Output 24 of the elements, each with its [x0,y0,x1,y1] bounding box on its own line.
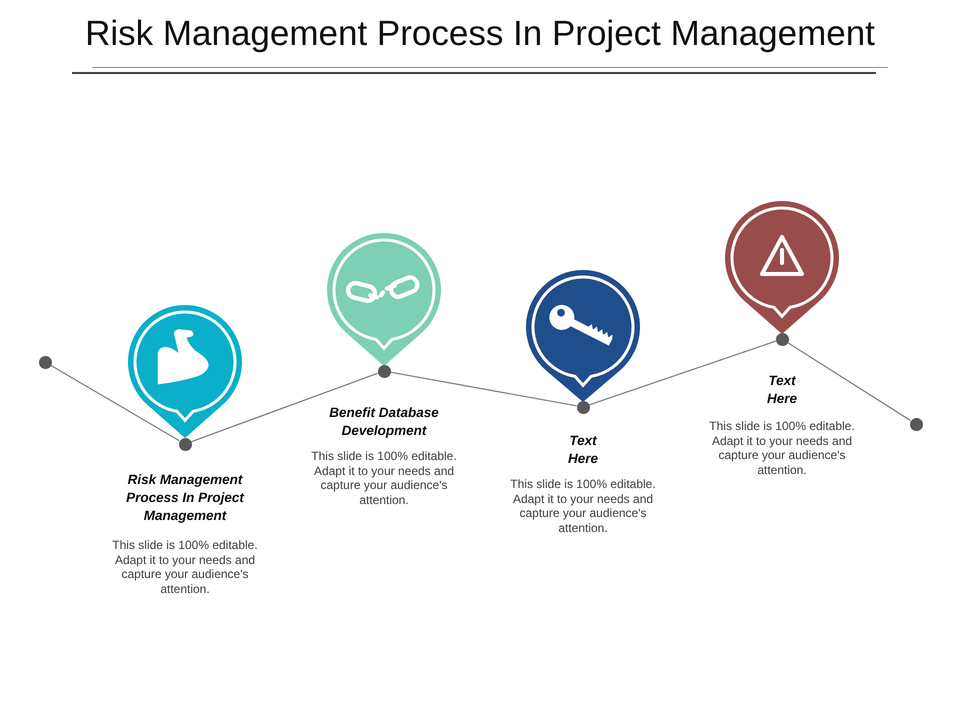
connector-line [50,364,180,442]
step-description: This slide is 100% editable. Adapt it to your needs and capture your audience's attention. [708,419,856,478]
connector-dot [576,400,590,414]
connector-dot [910,418,922,430]
location-pin [525,269,641,403]
step-heading: Risk Management Process In Project Management [125,471,246,525]
step-description: This slide is 100% editable. Adapt it to your needs and capture your audience's attention. [509,477,657,536]
location-pin [127,304,243,439]
location-pin [326,232,442,367]
connector-dot [776,332,788,346]
step-heading: Text Here [766,372,798,408]
step-description: This slide is 100% editable. Adapt it to your needs and capture your audience's attention. [111,538,259,596]
connector-dot [178,438,192,450]
connector-dot [38,356,52,368]
step-heading: Text Here [566,432,600,468]
step-heading: Benefit Database Development [328,404,440,440]
connector-line [390,372,577,406]
connector-line [787,342,911,422]
connector-dot [378,364,390,378]
step-description: This slide is 100% editable. Adapt it to your needs and capture your audience's attention. [310,449,458,508]
slide-title: Risk Management Process In Project Management [85,13,875,55]
connector-line [588,340,776,406]
location-pin [724,200,840,335]
connector-line [190,372,378,442]
